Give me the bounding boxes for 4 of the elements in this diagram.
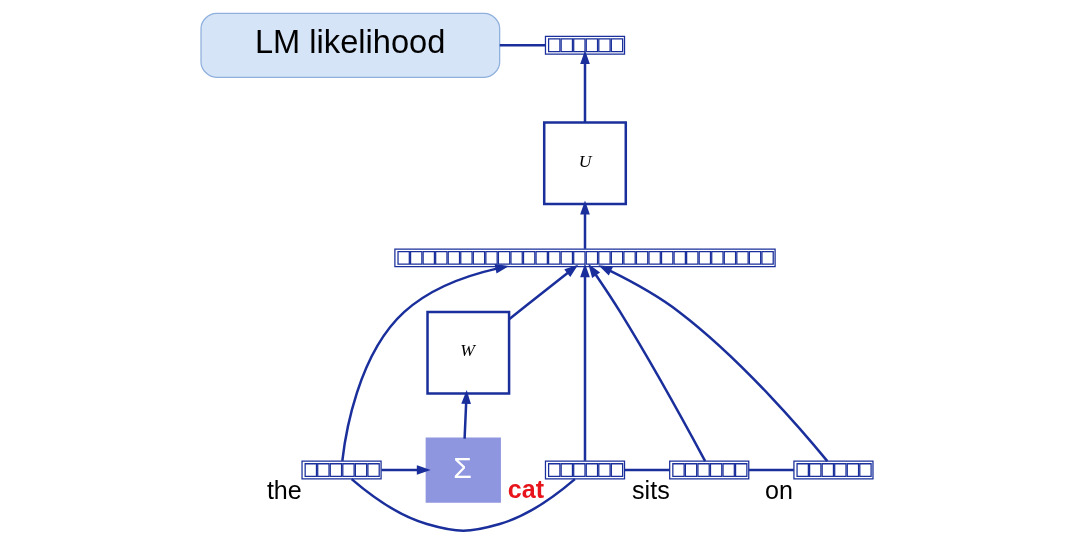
node-label: cat bbox=[507, 474, 545, 503]
node-label: on bbox=[765, 475, 793, 504]
node-label: the bbox=[266, 475, 302, 504]
node-label: sits bbox=[632, 475, 670, 504]
